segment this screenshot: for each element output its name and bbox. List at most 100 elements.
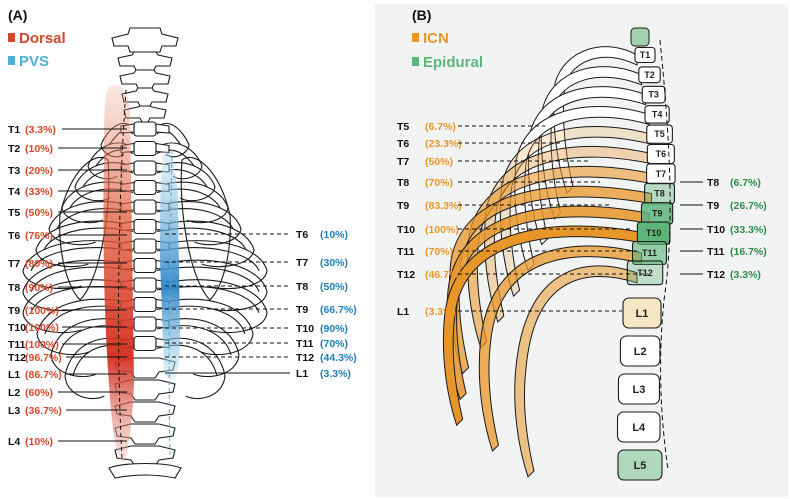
legend-dorsal-swatch <box>8 33 15 42</box>
vertebra-label: T1 <box>640 50 651 60</box>
dorsal-percentage: (86.7%) <box>25 369 62 381</box>
icn-level-label: T5 <box>397 121 409 133</box>
vertebra-label: L5 <box>634 460 647 472</box>
dorsal-level-label: T3 <box>8 165 20 177</box>
cervical-vertebra-icon <box>120 70 170 88</box>
epidural-percentage: (3.3%) <box>730 269 761 281</box>
cervical-vertebra-icon <box>118 52 172 70</box>
pvs-percentage: (3.3%) <box>320 368 351 380</box>
icn-percentage: (46.7%) <box>425 269 462 281</box>
vertebra-label: T11 <box>642 248 657 258</box>
vertebra-label: T7 <box>656 169 667 179</box>
dorsal-percentage: (10%) <box>25 143 53 155</box>
dorsal-level-label: L2 <box>8 387 20 399</box>
pvs-percentage: (66.7%) <box>320 304 357 316</box>
dorsal-percentage: (50%) <box>25 207 53 219</box>
vertebra-label: L1 <box>636 308 649 320</box>
dorsal-percentage: (10%) <box>25 436 53 448</box>
icn-level-label: L1 <box>397 306 409 318</box>
thoracic-vertebra-icon <box>134 278 156 292</box>
vertebra-label: L2 <box>634 346 647 358</box>
panel-a-label: (A) <box>8 7 27 23</box>
panel-a-labels: T1(3.3%)T2(10%)T3(20%)T4(33%)T5(50%)T6(7… <box>8 124 357 448</box>
dorsal-percentage: (76%) <box>25 230 53 242</box>
epidural-level-label: T10 <box>707 224 725 236</box>
panel-a: (A) Dorsal PVS T1(3.3%)T2(10%)T3(20%)T4(… <box>8 7 357 478</box>
icn-percentage: (83.3%) <box>425 200 462 212</box>
epidural-level-label: T9 <box>707 200 719 212</box>
legend-epidural-swatch <box>412 57 419 66</box>
legend-dorsal-label: Dorsal <box>19 30 66 47</box>
thoracic-vertebra-icon <box>134 317 156 331</box>
vertebra-label: T10 <box>646 228 662 238</box>
icn-percentage: (3.3%) <box>425 306 456 318</box>
vertebra-label: T4 <box>652 109 663 119</box>
vertebra-label: T6 <box>656 149 667 159</box>
epidural-level-label: T11 <box>707 246 725 258</box>
icn-percentage: (6.7%) <box>425 121 456 133</box>
dorsal-level-label: T5 <box>8 207 20 219</box>
cervical-cap-icon <box>631 28 649 46</box>
dorsal-level-label: L4 <box>8 436 20 448</box>
vertebra-label: T9 <box>652 208 663 218</box>
icn-percentage: (70%) <box>425 246 453 258</box>
thoracic-vertebra-icon <box>134 181 156 195</box>
vertebra-label: T3 <box>648 90 659 100</box>
pvs-percentage: (44.3%) <box>320 352 357 364</box>
sacrum-icon <box>109 464 181 479</box>
dorsal-level-label: T1 <box>8 124 20 136</box>
pvs-percentage: (30%) <box>320 257 348 269</box>
dorsal-percentage: (90%) <box>25 282 53 294</box>
cervical-vertebra-icon <box>124 106 166 122</box>
dorsal-percentage: (96.7%) <box>25 352 62 364</box>
legend-pvs-label: PVS <box>19 53 49 70</box>
legend-icn-swatch <box>412 33 419 42</box>
icn-level-label: T7 <box>397 156 409 168</box>
icn-level-label: T11 <box>397 246 415 258</box>
legend-icn-label: ICN <box>423 30 449 47</box>
dorsal-percentage: (36.7%) <box>25 405 62 417</box>
dorsal-level-label: T6 <box>8 230 20 242</box>
thoracic-vertebra-icon <box>134 298 156 312</box>
pvs-percentage: (10%) <box>320 229 348 241</box>
pvs-level-label: T6 <box>296 229 308 241</box>
thoracic-vertebra-icon <box>134 337 156 351</box>
panel-b-label: (B) <box>412 7 431 23</box>
pvs-percentage: (90%) <box>320 323 348 335</box>
pvs-level-label: L1 <box>296 368 308 380</box>
vertebra-label: L3 <box>633 384 646 396</box>
dorsal-percentage: (3.3%) <box>25 124 56 136</box>
dorsal-percentage: (100%) <box>25 322 59 334</box>
pvs-percentage: (70%) <box>320 338 348 350</box>
transverse-process-icon <box>156 124 169 133</box>
vertebra-label: L4 <box>632 422 646 434</box>
dorsal-percentage: (20%) <box>25 165 53 177</box>
pvs-percentage: (50%) <box>320 281 348 293</box>
icn-percentage: (100%) <box>425 224 459 236</box>
epidural-percentage: (16.7%) <box>730 246 767 258</box>
legend-epidural-label: Epidural <box>423 54 483 71</box>
icn-level-label: T12 <box>397 269 415 281</box>
icn-percentage: (50%) <box>425 156 453 168</box>
legend-pvs-swatch <box>8 56 15 65</box>
epidural-percentage: (26.7%) <box>730 200 767 212</box>
dorsal-level-label: T8 <box>8 282 20 294</box>
epidural-percentage: (33.3%) <box>730 224 767 236</box>
vertebra-label: T8 <box>654 189 665 199</box>
dorsal-percentage: (60%) <box>25 387 53 399</box>
icn-percentage: (70%) <box>425 177 453 189</box>
pvs-level-label: T8 <box>296 281 308 293</box>
vertebra-label: T5 <box>654 129 665 139</box>
pvs-level-label: T11 <box>296 338 314 350</box>
pvs-level-label: T12 <box>296 352 314 364</box>
icn-percentage: (23.3%) <box>425 138 462 150</box>
icn-level-label: T6 <box>397 138 409 150</box>
thoracic-vertebra-icon <box>134 122 156 136</box>
dorsal-level-label: T11 <box>8 339 26 351</box>
thoracic-vertebra-icon <box>134 161 156 175</box>
vertebra-label: T12 <box>637 268 653 278</box>
dorsal-percentage: (100%) <box>25 305 59 317</box>
dorsal-level-label: T12 <box>8 352 26 364</box>
dorsal-percentage: (33%) <box>25 186 53 198</box>
